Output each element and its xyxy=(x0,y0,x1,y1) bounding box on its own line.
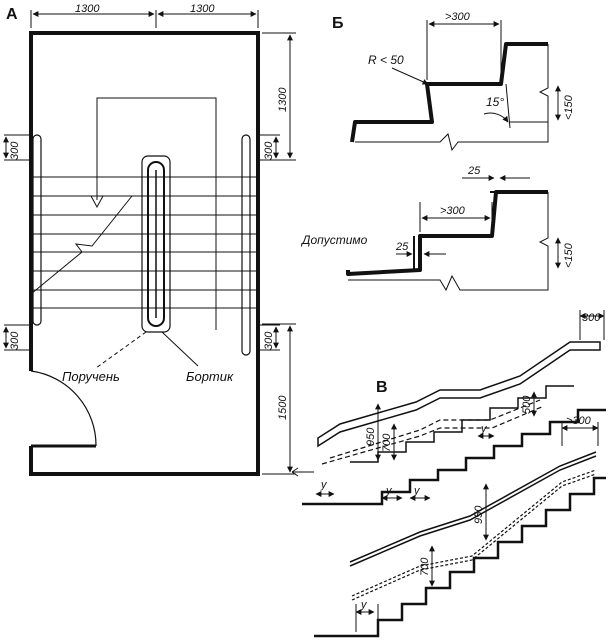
plan-extension-dimensions xyxy=(3,134,280,351)
plan-ext-dim-3: 300 xyxy=(263,141,275,160)
curb-label: Бортик xyxy=(186,369,234,384)
upper-lower-handrail xyxy=(329,399,541,459)
plan-top-dimensions xyxy=(30,10,259,28)
y-mark-4: y xyxy=(480,423,488,435)
lower-y-mark: y xyxy=(360,599,368,611)
stair-treads xyxy=(31,176,258,309)
plan-ext-dim-2: 300 xyxy=(9,331,21,350)
plan-dim-top-left: 1300 xyxy=(75,3,100,15)
handrail-leader xyxy=(95,331,147,369)
lower-height-700: 700 xyxy=(419,557,431,576)
stairwell-walls xyxy=(29,31,260,476)
section-b-letter: Б xyxy=(332,15,344,32)
walk-direction-arrow-icon xyxy=(90,195,104,209)
upper-height-700: 700 xyxy=(381,433,393,452)
lower-stair-profile xyxy=(314,476,606,638)
direction-arrow-icon xyxy=(291,467,314,477)
handrail-right-wall xyxy=(241,134,251,356)
step-profile-bottom-break xyxy=(348,192,549,292)
nosing-left-dim: 25 xyxy=(395,241,409,253)
center-curb xyxy=(141,155,171,333)
y-mark-3: y xyxy=(413,485,421,497)
center-handrail xyxy=(147,161,165,327)
riser-max-bottom: <150 xyxy=(563,242,575,268)
section-a-letter: А xyxy=(6,6,18,23)
lower-handrail-dotted xyxy=(351,469,597,597)
riser-max-top: <150 xyxy=(563,94,575,120)
plan-dim-top-right: 1300 xyxy=(190,3,215,15)
riser-angle: 15° xyxy=(486,95,504,109)
y-mark-1: y xyxy=(320,479,328,491)
upper-side-500: 500 xyxy=(521,395,533,414)
lower-ext-dim: >300 xyxy=(566,415,592,427)
upper-ext-dim: 300 xyxy=(582,312,601,324)
nosing-radius: R < 50 xyxy=(368,53,404,67)
handrail-elevations: В 300 950 700 500 y y y y xyxy=(291,310,606,638)
upper-stair-profile xyxy=(302,408,606,506)
tread-min-bottom: >300 xyxy=(440,205,466,217)
upper-height-950: 950 xyxy=(365,427,377,446)
tread-min-top: >300 xyxy=(445,11,471,23)
plan-ext-dim-4: 300 xyxy=(263,331,275,350)
lower-handrail-segment xyxy=(349,455,597,567)
section-v-letter: В xyxy=(376,379,388,396)
plan-ext-dim-1: 300 xyxy=(9,141,21,160)
plan-view: А Поручень Бортик xyxy=(3,3,296,476)
lower-height-950: 950 xyxy=(473,505,485,524)
allowed-label: Допустимо xyxy=(300,233,368,247)
walk-line-left xyxy=(30,195,133,295)
y-mark-2: y xyxy=(385,485,393,497)
curb-leader xyxy=(161,331,199,367)
plan-dim-right-bottom: 1500 xyxy=(277,395,289,420)
handrail-left-wall xyxy=(32,134,42,326)
walk-line-path xyxy=(96,97,217,330)
door-swing-arc xyxy=(30,370,97,447)
plan-dim-right-top: 1300 xyxy=(277,87,289,112)
nosing-top-dim: 25 xyxy=(467,165,481,177)
step-profile-top-break xyxy=(355,44,549,152)
step-profile-details: Б >300 R < 50 15° <150 25 >300 Допустимо… xyxy=(300,11,575,292)
handrail-label: Поручень xyxy=(62,369,120,384)
upper-handrail xyxy=(317,341,601,448)
